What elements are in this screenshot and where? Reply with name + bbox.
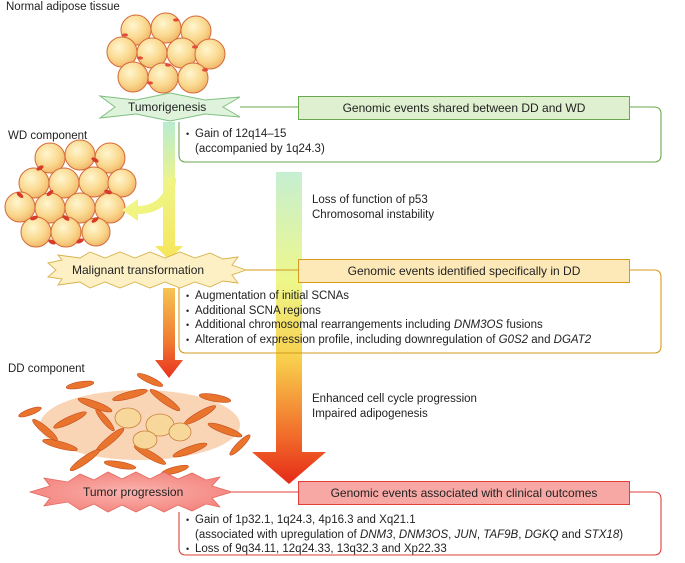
gene-dgkq: DGKQ (524, 528, 559, 541)
box3-sep2: , (448, 528, 455, 541)
box3-item1-cont: (associated with upregulation of DNM3, D… (186, 528, 623, 543)
stage-tumorigenesis: Tumorigenesis (128, 100, 207, 114)
box2-content: Augmentation of initial SCNAs Additional… (186, 289, 591, 347)
box1-item1: Gain of 12q14–15 (186, 127, 325, 142)
gene-dnm3: DNM3 (359, 528, 393, 541)
gene-dnm3os: DNM3OS (453, 319, 504, 331)
text-p53: Loss of function of p53 (312, 194, 428, 206)
box2-outline (178, 269, 662, 354)
gene-stx18: STX18 (584, 528, 620, 541)
box3-item1: Gain of 1p32.1, 1q24.3, 4p16.3 and Xq21.… (186, 513, 623, 528)
gene-taf9b: TAF9B (483, 528, 519, 541)
curved-arrow-wd (122, 178, 176, 221)
normal-adipose-cells (106, 12, 226, 94)
box1-item1-cont: (accompanied by 1q24.3) (195, 142, 325, 155)
box2-item2: Additional SCNA regions (186, 304, 591, 319)
box3-sep5: and (558, 528, 585, 541)
box3-sep1: , (392, 528, 399, 541)
box3-sep3: , (476, 528, 484, 541)
box1-content: Gain of 12q14–15 (accompanied by 1q24.3) (186, 127, 325, 156)
box3-header: Genomic events associated with clinical … (298, 481, 630, 505)
box3-content: Gain of 1p32.1, 1q24.3, 4p16.3 and Xq21.… (186, 513, 623, 557)
box1-header: Genomic events shared between DD and WD (298, 96, 630, 120)
left-arrow-2 (155, 288, 183, 378)
gene-jun: JUN (454, 528, 477, 541)
box2-item4: Alteration of expression profile, includ… (186, 333, 591, 348)
box3-close: ) (619, 528, 624, 541)
gene-g0s2: G0S2 (498, 333, 529, 346)
gene-dgat2: DGAT2 (553, 333, 592, 346)
box3-sep4: , (518, 528, 525, 541)
stage-tumor-progression: Tumor progression (83, 485, 184, 499)
box2-item3-pre: Additional chromosomal rearrangements in… (195, 319, 454, 331)
dd-spindle-cells (18, 373, 251, 476)
label-wd-component: WD component (8, 130, 88, 142)
side-text-block-2: Enhanced cell cycle progression Impaired… (312, 392, 477, 422)
box2-header: Genomic events identified specifically i… (298, 259, 630, 283)
box2-item3: Additional chromosomal rearrangements in… (186, 318, 591, 333)
box1-outline (178, 106, 662, 163)
malignant-star (46, 251, 248, 289)
text-instability: Chromosomal instability (312, 209, 435, 221)
text-cell-cycle: Enhanced cell cycle progression (312, 393, 477, 405)
side-text-block-1: Loss of function of p53 Chromosomal inst… (312, 193, 434, 223)
text-adipogenesis: Impaired adipogenesis (312, 408, 428, 420)
gene-dnm3os-2: DNM3OS (398, 528, 449, 541)
box3-item2: Loss of 9q34.11, 12q24.33, 13q32.3 and X… (186, 542, 623, 557)
box3-assoc-pre: (associated with upregulation of (195, 528, 360, 541)
box3-outline (178, 491, 662, 556)
tumorigenesis-star (98, 92, 241, 122)
label-dd-component: DD component (8, 363, 85, 375)
box2-item1: Augmentation of initial SCNAs (186, 289, 591, 304)
stage-malignant-transformation: Malignant transformation (72, 263, 205, 277)
label-normal-adipose: Normal adipose tissue (6, 1, 120, 13)
box2-item4-pre: Alteration of expression profile, includ… (195, 333, 499, 346)
box2-item4-and: and (528, 333, 554, 346)
wd-cells (4, 139, 137, 248)
box2-item3-post: fusions (503, 319, 543, 331)
